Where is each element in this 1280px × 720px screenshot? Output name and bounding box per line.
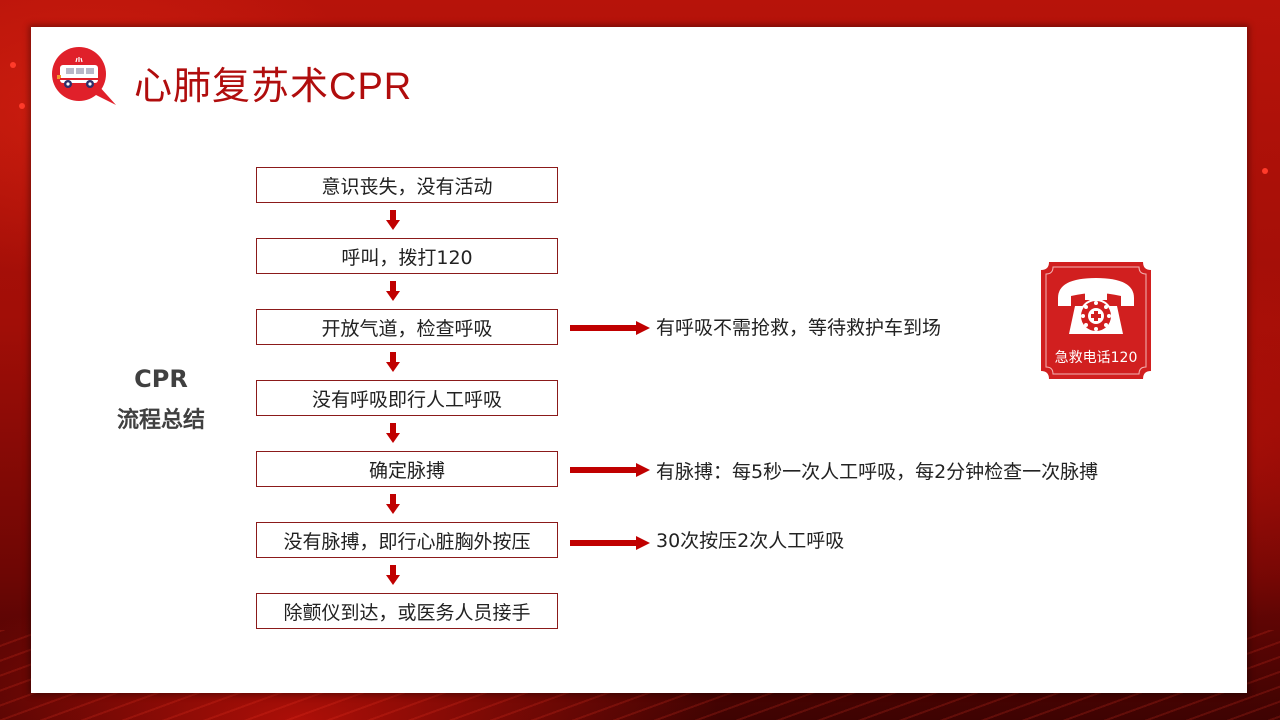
arrow-down-icon [386, 352, 400, 372]
flow-note-pulse: 有脉搏：每5秒一次人工呼吸，每2分钟检查一次脉搏 [656, 461, 1099, 483]
flow-step-5: 确定脉搏 [256, 451, 558, 487]
flow-step-4: 没有呼吸即行人工呼吸 [256, 380, 558, 416]
flow-note-breathing: 有呼吸不需抢救，等待救护车到场 [656, 317, 942, 339]
flow-step-3: 开放气道，检查呼吸 [256, 309, 558, 345]
arrow-right-icon [570, 536, 650, 550]
arrow-down-icon [386, 423, 400, 443]
flow-step-1: 意识丧失，没有活动 [256, 167, 558, 203]
background-node [1262, 168, 1268, 174]
section-label-line2: 流程总结 [116, 408, 205, 433]
arrow-down-icon [386, 565, 400, 585]
arrow-right-icon [570, 463, 650, 477]
flow-step-6: 没有脉搏，即行心脏胸外按压 [256, 522, 558, 558]
ambulance-speech-bubble-icon [52, 47, 116, 105]
emergency-call-label: 急救电话120 [1054, 350, 1138, 366]
section-label-line1: CPR [134, 365, 188, 393]
emergency-call-badge: 急救电话120 [1041, 262, 1151, 379]
flow-note-compression: 30次按压2次人工呼吸 [656, 530, 845, 552]
background-node [19, 103, 25, 109]
arrow-right-icon [570, 321, 650, 335]
flow-step-7: 除颤仪到达，或医务人员接手 [256, 593, 558, 629]
page-title: 心肺复苏术CPR [134, 66, 413, 108]
background-node [10, 62, 16, 68]
section-label: CPR 流程总结 [100, 362, 222, 438]
telephone-icon [1041, 262, 1151, 379]
flow-step-2: 呼叫，拨打120 [256, 238, 558, 274]
arrow-down-icon [386, 494, 400, 514]
arrow-down-icon [386, 281, 400, 301]
arrow-down-icon [386, 210, 400, 230]
